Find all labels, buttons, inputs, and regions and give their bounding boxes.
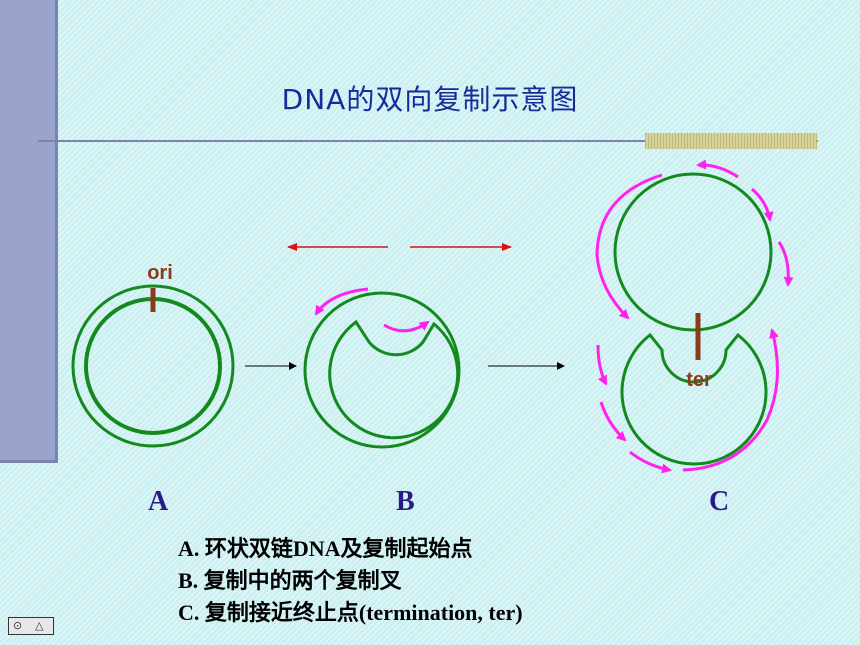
title-rule-accent: [645, 133, 817, 149]
legend-item-b: B. 复制中的两个复制叉: [178, 568, 402, 593]
fork-arrow-c-upper-right-2: [777, 241, 794, 287]
legend: A. 环状双链DNA及复制起始点 B. 复制中的两个复制叉 C. 复制接近终止点…: [178, 533, 523, 629]
fork-arrow-c-right-big: [682, 328, 779, 472]
legend-item-c: C. 复制接近终止点(termination, ter): [178, 600, 523, 625]
ori-label: ori: [147, 262, 173, 284]
fork-arrow-c-bottom: [629, 450, 672, 474]
slide-nav-icon[interactable]: ⊙ △: [8, 617, 54, 635]
dna-lower-circle-c: [620, 332, 768, 466]
fork-arrow-c-top: [696, 159, 739, 179]
nav-next-icon: △: [35, 619, 44, 632]
dna-upper-circle-c: [613, 172, 773, 332]
fork-arrow-c-lower-left-2: [599, 401, 627, 442]
panel-label-b: B: [396, 486, 415, 517]
title-rule: [38, 140, 818, 142]
dna-outer-strand-a: [71, 284, 235, 448]
slide-title: DNA的双向复制示意图: [281, 83, 579, 116]
panel-label-a: A: [148, 486, 169, 517]
panel-label-c: C: [709, 486, 730, 517]
ter-label: ter: [686, 369, 712, 391]
dna-outer-strand-b: [303, 291, 461, 449]
fork-arrow-outer-b: [314, 287, 369, 316]
panel-c-dna: [613, 172, 773, 466]
fork-arrow-c-left-big: [595, 173, 663, 320]
nav-prev-icon: ⊙: [13, 619, 23, 632]
panel-a-dna: [71, 284, 235, 448]
slide-sidebar: [0, 0, 58, 463]
dna-inner-strand-b: [328, 319, 460, 440]
panel-b-dna: [303, 291, 461, 449]
legend-item-a: A. 环状双链DNA及复制起始点: [178, 536, 473, 561]
fork-arrow-c-lower-left-1: [596, 344, 608, 386]
dna-inner-strand-a: [84, 297, 222, 435]
fork-arrow-c-upper-right-1: [751, 187, 774, 222]
fork-arrow-inner-b: [383, 320, 430, 333]
